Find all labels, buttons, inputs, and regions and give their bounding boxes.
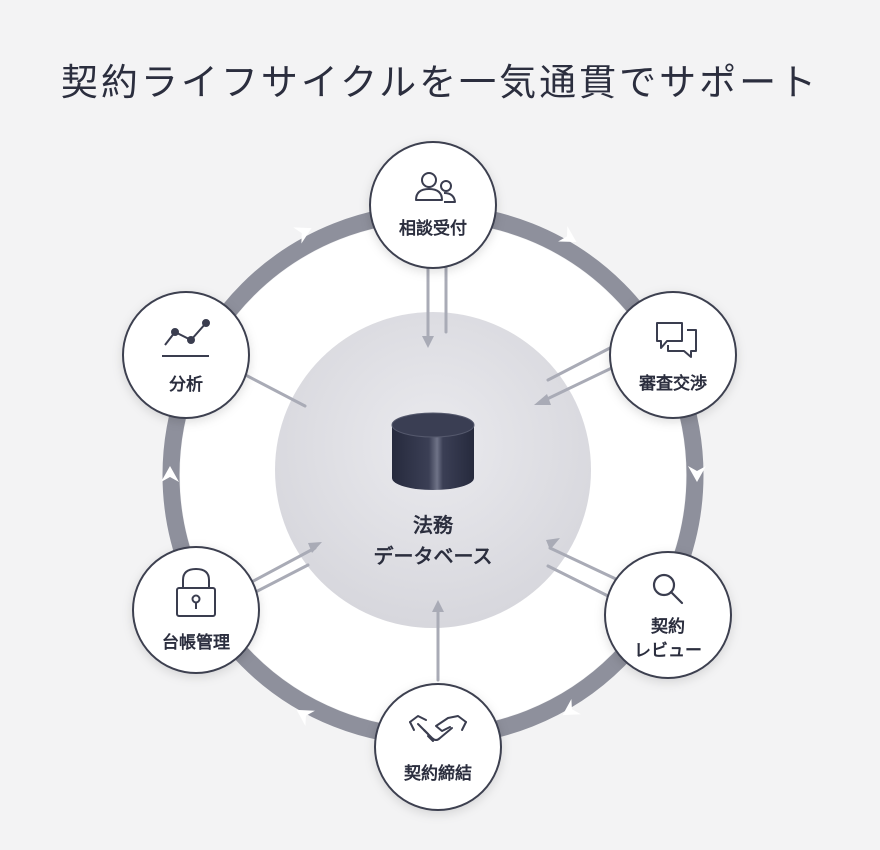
node-label: 分析	[169, 374, 203, 395]
database-icon	[391, 412, 475, 490]
node-negotiation: 審査交渉	[609, 291, 737, 419]
node-label-line1: 契約	[650, 616, 685, 637]
node-label-line2: レビュー	[634, 641, 702, 661]
line-chart-icon	[162, 319, 210, 357]
arrowhead	[422, 336, 434, 348]
ring-chevron	[558, 226, 577, 243]
node-consultation: 相談受付	[369, 141, 497, 269]
magnifier-icon	[652, 573, 684, 605]
connector-arrow	[546, 346, 612, 382]
connector-arrow	[548, 546, 620, 582]
node-signing: 契約締結	[374, 683, 502, 811]
node-label: 相談受付	[399, 218, 467, 239]
node-ledger: 台帳管理	[132, 546, 260, 674]
arrowhead	[534, 394, 551, 405]
arrowhead	[308, 542, 322, 553]
ring-chevron	[293, 227, 312, 244]
node-label: 台帳管理	[162, 632, 230, 653]
node-analysis: 分析	[122, 291, 250, 419]
chat-bubbles-icon	[656, 322, 697, 358]
ring-chevron	[161, 466, 179, 482]
people-icon	[415, 172, 456, 203]
padlock-icon	[176, 568, 216, 617]
ring-chevron	[688, 466, 706, 482]
page-title: 契約ライフサイクルを一気通貫でサポート	[60, 61, 820, 104]
ring-chevron	[562, 699, 581, 716]
ring-chevrons	[161, 226, 706, 726]
connector-arrow	[546, 564, 614, 600]
handshake-icon	[409, 715, 467, 742]
node-label: 契約締結	[403, 763, 472, 784]
center-label-line1: 法務	[413, 513, 454, 537]
connector-arrow	[543, 363, 620, 402]
node-review: 契約 レビュー	[604, 551, 732, 679]
connector-heads	[230, 250, 627, 612]
arrowhead	[432, 600, 444, 612]
connector-arrow	[234, 368, 307, 408]
connectors	[234, 256, 620, 682]
node-label: 審査交渉	[638, 373, 707, 394]
arrowhead	[546, 538, 560, 550]
center-label-line2: データベース	[374, 544, 493, 568]
connector-arrow	[244, 546, 317, 587]
ring-chevron	[296, 709, 315, 726]
